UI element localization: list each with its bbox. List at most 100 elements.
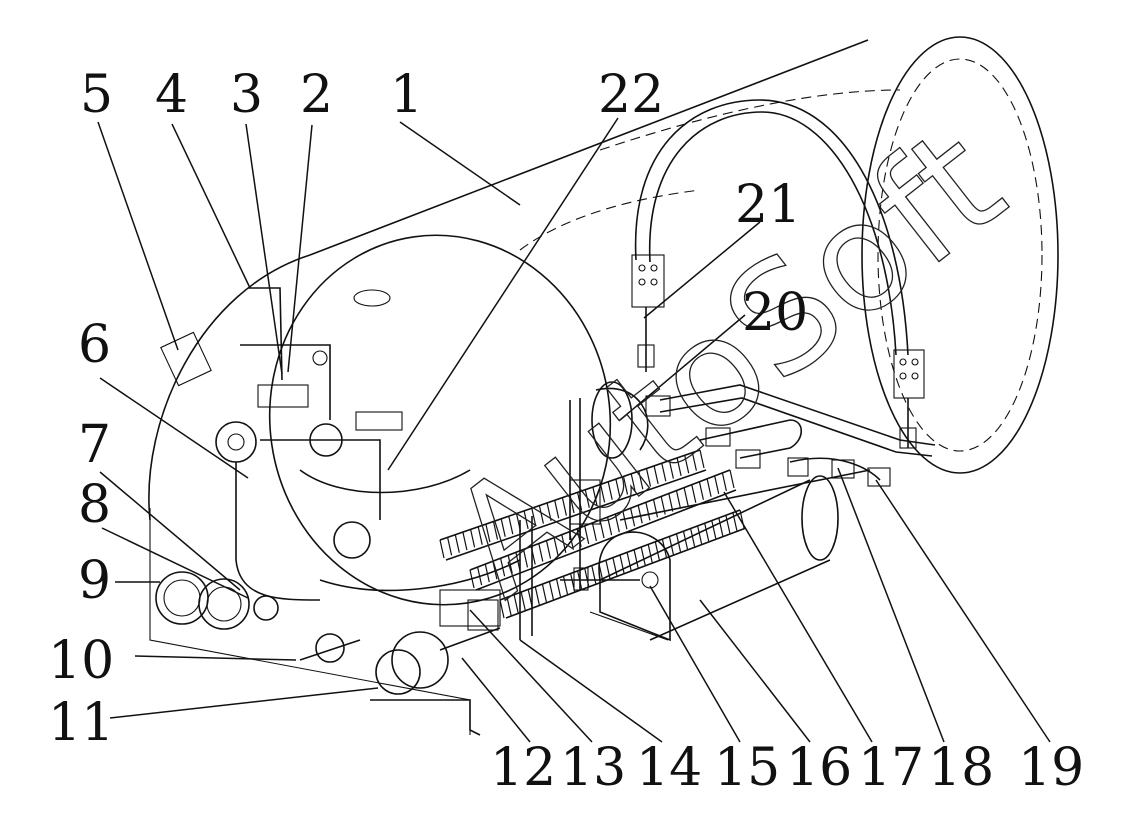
coil-fin [561, 497, 567, 516]
coil-fin [553, 537, 559, 556]
coil-fin [653, 465, 659, 485]
coil-fin [492, 561, 498, 580]
coil-fin [508, 516, 514, 535]
coil-fin [668, 493, 674, 512]
coil-fin [477, 566, 483, 586]
coil-fin [538, 505, 544, 524]
label-4: 4 [155, 65, 188, 125]
label-16: 16 [786, 738, 852, 798]
coil-fin [584, 525, 590, 545]
coil-fin [645, 468, 652, 487]
coil-fin [638, 471, 644, 490]
coil-fin [447, 537, 453, 556]
coil-fin [691, 452, 697, 471]
label-22: 22 [598, 65, 664, 125]
coil-fin [691, 484, 697, 503]
coil-fin [622, 476, 629, 495]
coil-fin [599, 519, 605, 539]
coil-fin [591, 522, 597, 542]
coil-fin [711, 520, 717, 539]
coil-fin [654, 541, 660, 560]
label-9: 9 [78, 551, 111, 611]
coil-fin [485, 523, 491, 543]
coil-fin [675, 490, 682, 509]
label-10: 10 [48, 631, 114, 691]
coil-fin [615, 478, 621, 498]
coil-fin [721, 472, 727, 492]
coil-fin [614, 513, 620, 533]
label-13: 13 [560, 738, 626, 798]
coil-fin [626, 552, 632, 571]
front-valve-assembly [215, 287, 521, 601]
coil-fin [633, 549, 639, 568]
coil-fin [607, 516, 613, 536]
coil-fin [718, 517, 724, 537]
receiver-tank [560, 475, 839, 642]
coil-fin [630, 508, 636, 527]
coil-fin [622, 511, 628, 530]
main-tank [148, 36, 1059, 606]
coil-fin [541, 583, 547, 603]
coil-fin [652, 499, 659, 518]
label-2: 2 [300, 65, 333, 125]
coil-fin [554, 500, 560, 519]
coil-fin [470, 529, 476, 548]
coil-fin [492, 521, 499, 540]
coil-fin [660, 496, 666, 515]
coil-fin [522, 549, 529, 568]
label-3: 3 [230, 65, 263, 125]
coil-fin [704, 523, 710, 542]
coil-fin [499, 599, 505, 619]
coil-fin [462, 531, 468, 551]
coil-fin [439, 539, 445, 559]
coil-fin [477, 526, 483, 545]
coil-fin [513, 594, 519, 613]
coil-fin [469, 569, 475, 589]
coil-fin [729, 469, 735, 489]
coil-fin [500, 558, 506, 577]
coil-fin [684, 455, 690, 474]
coil-fin [555, 578, 562, 597]
label-20: 20 [742, 283, 808, 343]
coil-fin [534, 586, 540, 605]
coil-fin [454, 534, 460, 553]
coil-fin [699, 449, 705, 469]
label-11: 11 [48, 693, 114, 753]
label-21: 21 [735, 175, 801, 235]
coil-fin [645, 502, 651, 521]
coil-fin [506, 597, 512, 616]
coil-fin [507, 555, 513, 574]
label-14: 14 [636, 738, 702, 798]
label-12: 12 [490, 738, 556, 798]
label-18: 18 [928, 738, 994, 798]
coil-fin [619, 554, 625, 574]
label-1: 1 [390, 65, 423, 125]
coil-fin [538, 543, 544, 562]
coil-fin [668, 460, 674, 479]
pressure-gauges [149, 508, 471, 735]
coil-fin [661, 463, 667, 482]
callout-labels: 1 2 3 4 5 6 7 8 9 10 11 12 13 14 15 16 1… [48, 65, 1084, 798]
coil-fin [584, 489, 590, 508]
label-6: 6 [78, 315, 111, 375]
label-8: 8 [78, 475, 111, 535]
coil-fin [682, 531, 689, 550]
lower-pump-assembly [299, 589, 501, 736]
coil-fin [546, 502, 552, 522]
coil-fin [561, 534, 567, 553]
coil-fin [520, 591, 526, 611]
coil-fin [706, 478, 712, 497]
support-straps [631, 99, 925, 449]
coil-fin [548, 581, 554, 600]
coil-fin [697, 525, 703, 545]
coil-fin [690, 528, 696, 547]
coil-fin [676, 457, 682, 477]
coil-fin [637, 505, 643, 524]
coil-fin [640, 546, 646, 566]
coil-fin [607, 481, 613, 500]
coil-fin [714, 475, 720, 495]
label-19: 19 [1018, 738, 1084, 798]
coil-fin [630, 473, 636, 492]
coil-fin [500, 518, 506, 537]
